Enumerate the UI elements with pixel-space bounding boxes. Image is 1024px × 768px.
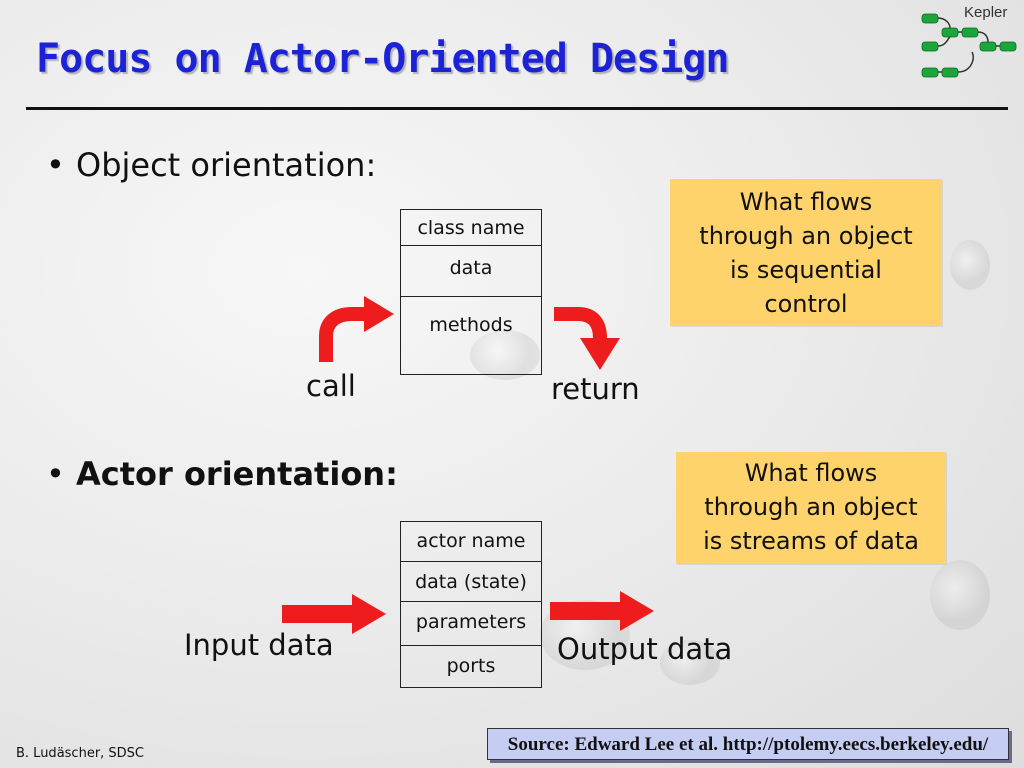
bullet-text: Object orientation:	[76, 146, 377, 184]
slide-title: Focus on Actor-Oriented Design	[36, 36, 729, 82]
bullet-text: Actor orientation:	[76, 455, 398, 493]
actor-diagram-box: actor name data (state) parameters ports	[400, 521, 542, 688]
note-line: What flows	[744, 459, 878, 487]
object-box-row: methods	[429, 314, 513, 336]
curved-up-right-arrow-icon	[319, 296, 394, 362]
bullet-symbol: •	[46, 146, 65, 184]
streams-of-data-note: What flows through an object is streams …	[676, 452, 946, 564]
background-crater	[930, 560, 990, 630]
kepler-logo-icon	[921, 13, 1017, 78]
bullet-object-orientation: • Object orientation:	[46, 146, 376, 184]
note-line: through an object	[704, 493, 918, 521]
output-right-arrow-icon	[550, 591, 654, 631]
note-line: through an object	[699, 222, 913, 250]
note-line: is streams of data	[703, 527, 919, 555]
curved-down-right-arrow-icon	[554, 307, 620, 370]
actor-box-row: parameters	[401, 602, 541, 646]
logo-text: Kepler	[964, 4, 1008, 21]
author-footer: B. Ludäscher, SDSC	[16, 746, 145, 761]
source-citation-box: Source: Edward Lee et al. http://ptolemy…	[487, 728, 1009, 760]
note-line: control	[764, 290, 848, 318]
return-label: return	[551, 372, 640, 406]
sequential-control-note: What flows through an object is sequenti…	[670, 179, 942, 326]
note-line: What flows	[739, 188, 873, 216]
actor-box-row: ports	[446, 655, 496, 677]
object-box-row: class name	[401, 210, 541, 246]
object-box-row: data	[401, 246, 541, 297]
input-right-arrow-icon	[282, 594, 386, 634]
output-data-label: Output data	[557, 632, 733, 666]
bullet-symbol: •	[46, 455, 65, 493]
bullet-actor-orientation: • Actor orientation:	[46, 455, 398, 493]
actor-box-row: data (state)	[401, 562, 541, 602]
note-line: is sequential	[730, 256, 882, 284]
background-crater	[950, 240, 990, 290]
input-data-label: Input data	[184, 628, 334, 662]
call-label: call	[306, 369, 356, 403]
object-diagram-box: class name data methods	[400, 209, 542, 375]
actor-box-row: actor name	[401, 522, 541, 562]
title-divider	[26, 107, 1008, 110]
